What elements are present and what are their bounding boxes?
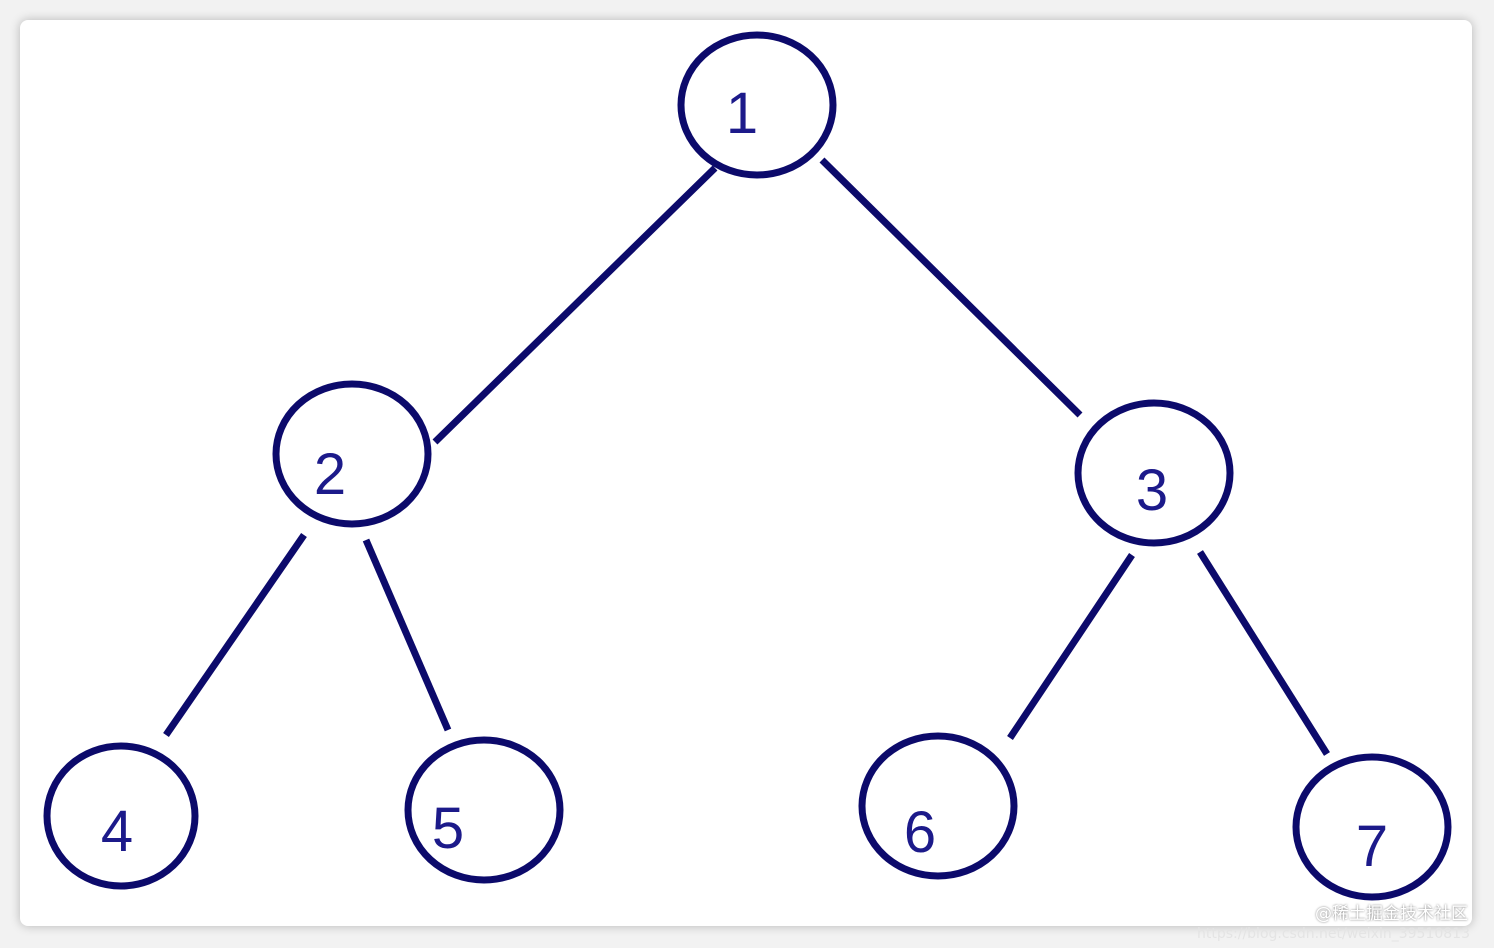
node-label: 2	[314, 442, 346, 507]
node-circle	[272, 380, 432, 528]
tree-node-5: 5	[404, 736, 564, 884]
node-circle	[404, 736, 564, 884]
edge-1-2	[432, 165, 718, 445]
node-label: 7	[1356, 814, 1388, 879]
node-label: 4	[101, 799, 133, 864]
tree-node-2: 2	[272, 380, 432, 528]
node-circle	[1292, 753, 1452, 901]
watermark-url: https://blog.csdn.net/weixin_39510813	[1196, 926, 1470, 942]
edge-2-4	[163, 533, 307, 737]
tree-node-4: 4	[43, 742, 199, 890]
edge-2-5	[362, 538, 452, 732]
tree-node-3: 3	[1074, 399, 1234, 547]
node-circle	[1074, 399, 1234, 547]
edge-1-3	[819, 157, 1083, 418]
node-label: 5	[432, 796, 464, 861]
edge-3-7	[1197, 550, 1330, 756]
node-circle	[677, 31, 837, 179]
node-circle	[43, 742, 199, 890]
edge-3-6	[1007, 553, 1135, 740]
node-label: 3	[1136, 458, 1168, 523]
node-label: 6	[904, 800, 936, 865]
node-circle	[858, 732, 1018, 880]
node-label: 1	[726, 81, 758, 146]
tree-node-1: 1	[677, 31, 837, 179]
tree-node-7: 7	[1292, 753, 1452, 901]
tree-node-6: 6	[858, 732, 1018, 880]
watermark-text: @稀土掘金技术社区	[1315, 904, 1468, 924]
